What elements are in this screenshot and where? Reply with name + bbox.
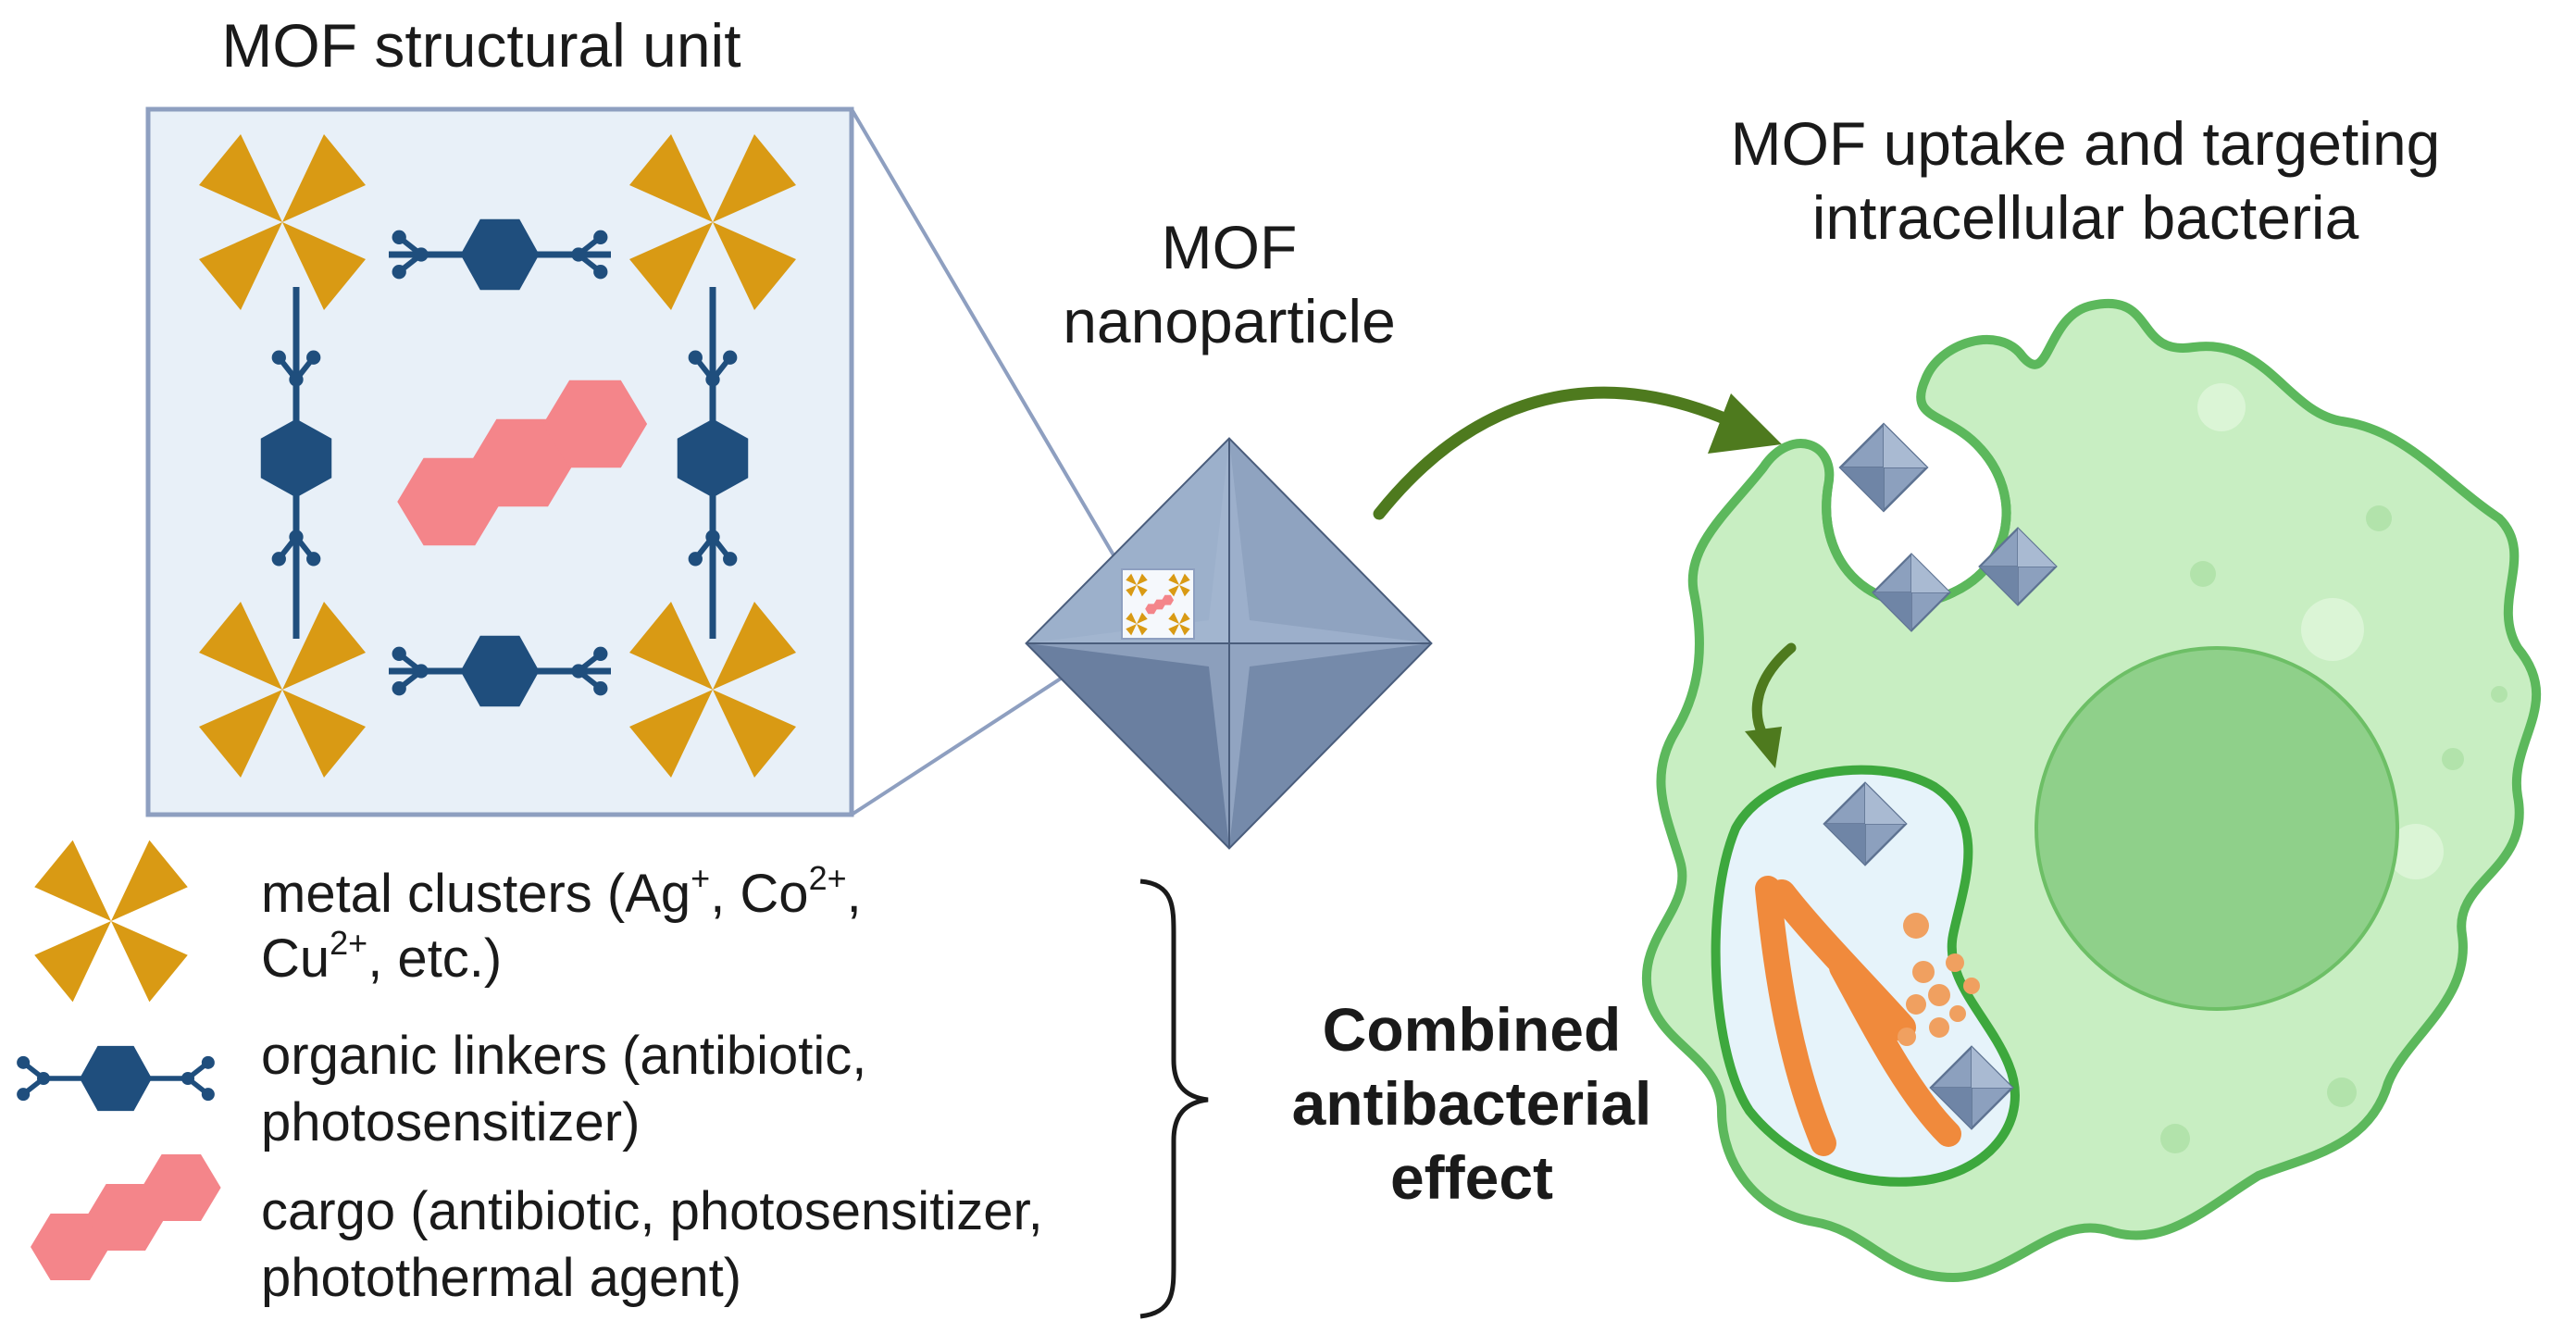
internalization-arrow	[1745, 642, 1797, 768]
structural-unit-title: MOF structural unit	[221, 11, 740, 80]
effect-line2: antibacterial	[1292, 1069, 1652, 1138]
legend-cargo-line2: photothermal agent)	[261, 1248, 741, 1308]
legend-brace	[1139, 878, 1209, 1319]
legend-linker-line2: photosensitizer)	[261, 1092, 640, 1152]
legend-cargo-line1: cargo (antibiotic, photosensitizer,	[261, 1181, 1043, 1241]
legend-metal-line1: metal clusters (Ag+, Co2+,	[261, 859, 862, 924]
nanoparticle-title-line2: nanoparticle	[1063, 287, 1396, 355]
nucleus	[2035, 646, 2399, 1011]
legend-linker-icon	[17, 1046, 215, 1111]
uptake-arrow	[1373, 386, 1782, 520]
mof-particle-small	[1838, 422, 1929, 513]
mof-nanoparticle	[1025, 437, 1433, 850]
effect-line3: effect	[1390, 1143, 1553, 1212]
nanoparticle-title-line1: MOF	[1162, 213, 1298, 281]
legend-metal-icon	[34, 840, 188, 1003]
legend-metal-line2: Cu2+, etc.)	[261, 924, 502, 989]
zoom-line-top	[850, 107, 1124, 571]
uptake-title-line2: intracellular bacteria	[1812, 183, 2359, 252]
legend-cargo-icon	[31, 1154, 221, 1280]
legend-linker-line1: organic linkers (antibiotic,	[261, 1026, 866, 1086]
uptake-title-line1: MOF uptake and targeting	[1731, 109, 2441, 178]
effect-line1: Combined	[1323, 995, 1622, 1064]
